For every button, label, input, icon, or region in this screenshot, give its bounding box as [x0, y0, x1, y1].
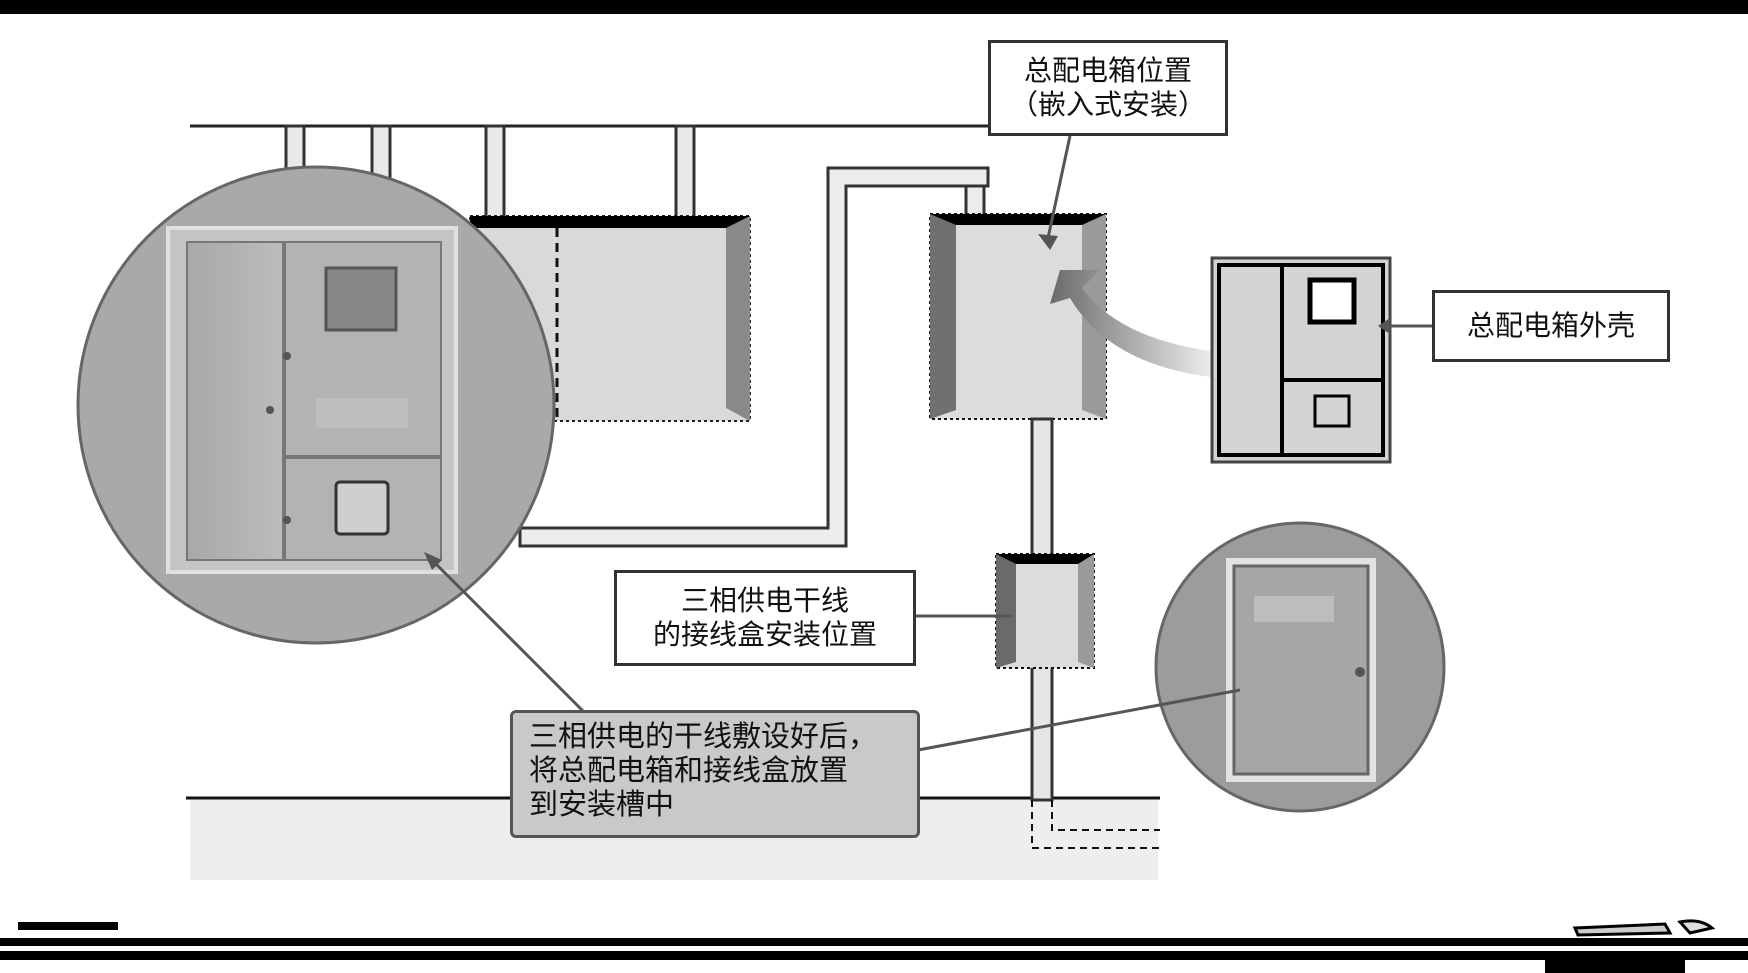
instruction-line1: 三相供电的干线敷设好后， — [529, 719, 878, 753]
instruction-line2: 将总配电箱和接线盒放置 — [529, 753, 849, 787]
label-main-box-shell: 总配电箱外壳 — [1432, 290, 1670, 362]
label-junction-box-line1: 三相供电干线 — [680, 584, 849, 617]
curved-arrow — [1050, 270, 1218, 378]
instruction-line3: 到安装槽中 — [529, 787, 675, 821]
label-main-box-position: 总配电箱位置 （嵌入式安装） — [988, 40, 1228, 136]
right-photo-circle — [1154, 521, 1446, 813]
label-junction-box-line2: 的接线盒安装位置 — [652, 618, 877, 651]
label-main-box-shell-text: 总配电箱外壳 — [1466, 309, 1635, 342]
callout-lines — [424, 135, 1432, 752]
label-main-box-position-line1: 总配电箱位置 — [1023, 54, 1192, 87]
main-box-recess — [929, 213, 1107, 420]
junction-box-recess — [995, 553, 1095, 669]
label-junction-box-position: 三相供电干线 的接线盒安装位置 — [614, 570, 916, 666]
decorative-pencil-icon — [1572, 919, 1716, 937]
underground-conduit — [1031, 800, 1160, 849]
label-main-box-position-line2: （嵌入式安装） — [1009, 88, 1206, 121]
instruction-note: 三相供电的干线敷设好后， 将总配电箱和接线盒放置 到安装槽中 — [510, 710, 920, 838]
main-box-shell — [1210, 256, 1392, 464]
left-photo-circle — [76, 165, 556, 645]
